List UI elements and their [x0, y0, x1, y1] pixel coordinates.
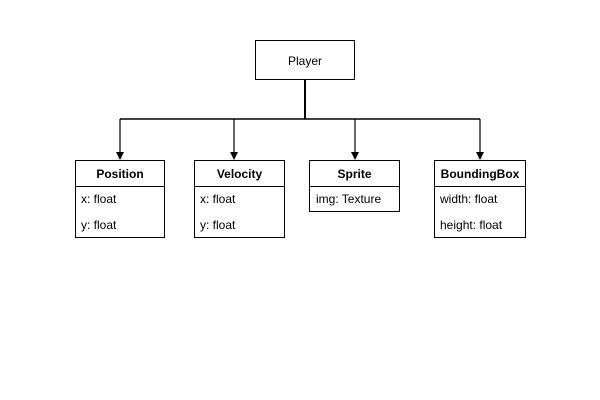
- position-node: Position x: float y: float: [75, 160, 165, 238]
- player-label: Player: [288, 54, 322, 68]
- connectors: [116, 80, 484, 160]
- sprite-title: Sprite: [337, 167, 371, 181]
- position-title: Position: [96, 167, 143, 181]
- player-node: Player: [255, 40, 355, 80]
- boundingbox-node: BoundingBox width: float height: float: [434, 160, 526, 238]
- velocity-field-x: x: float: [200, 192, 236, 206]
- velocity-node: Velocity x: float y: float: [194, 160, 285, 238]
- sprite-field-img: img: Texture: [316, 192, 381, 206]
- sprite-node: Sprite img: Texture: [309, 160, 400, 212]
- boundingbox-field-height: height: float: [440, 218, 503, 232]
- position-field-x: x: float: [81, 192, 117, 206]
- boundingbox-title: BoundingBox: [441, 167, 520, 181]
- velocity-title: Velocity: [217, 167, 263, 181]
- boundingbox-field-width: width: float: [439, 192, 498, 206]
- position-field-y: y: float: [81, 218, 117, 232]
- velocity-field-y: y: float: [200, 218, 236, 232]
